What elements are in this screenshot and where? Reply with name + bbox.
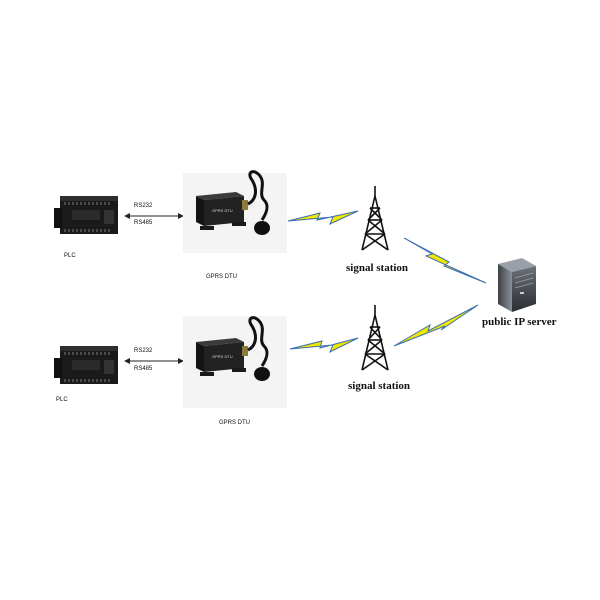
serial-arrow-top [124,213,184,219]
serial-arrow-bottom [124,358,184,364]
dtu-top-label: GPRS DTU [206,274,238,280]
wireless-bolt-bottom-right [393,304,479,347]
rs232-bottom-label: RS232 [134,348,153,354]
public-server [498,258,536,312]
rs485-bottom-label: RS485 [134,366,153,372]
signal-station-top-label: signal station [346,262,409,274]
signal-tower-top [361,186,389,251]
rs232-top-label: RS232 [134,203,153,209]
rs485-top-label: RS485 [134,220,153,226]
gprs-dtu-bottom [183,316,287,408]
plc-bottom-label: PLC [56,397,68,403]
server-label: public IP server [482,316,557,328]
plc-top-label: PLC [64,253,76,259]
wireless-bolt-bottom-left [289,337,359,354]
plc-device-top [54,196,118,234]
wireless-bolt-top-left [287,210,359,226]
dtu-top-badge: GPRS DTU [212,208,233,213]
plc-device-bottom [54,346,118,384]
wireless-bolt-top-right [403,237,487,284]
signal-tower-bottom [361,305,389,371]
signal-station-bottom-label: signal station [348,380,411,392]
dtu-bottom-label: GPRS DTU [219,420,251,426]
dtu-bottom-badge: GPRS DTU [212,354,233,359]
gprs-dtu-top [183,170,287,253]
